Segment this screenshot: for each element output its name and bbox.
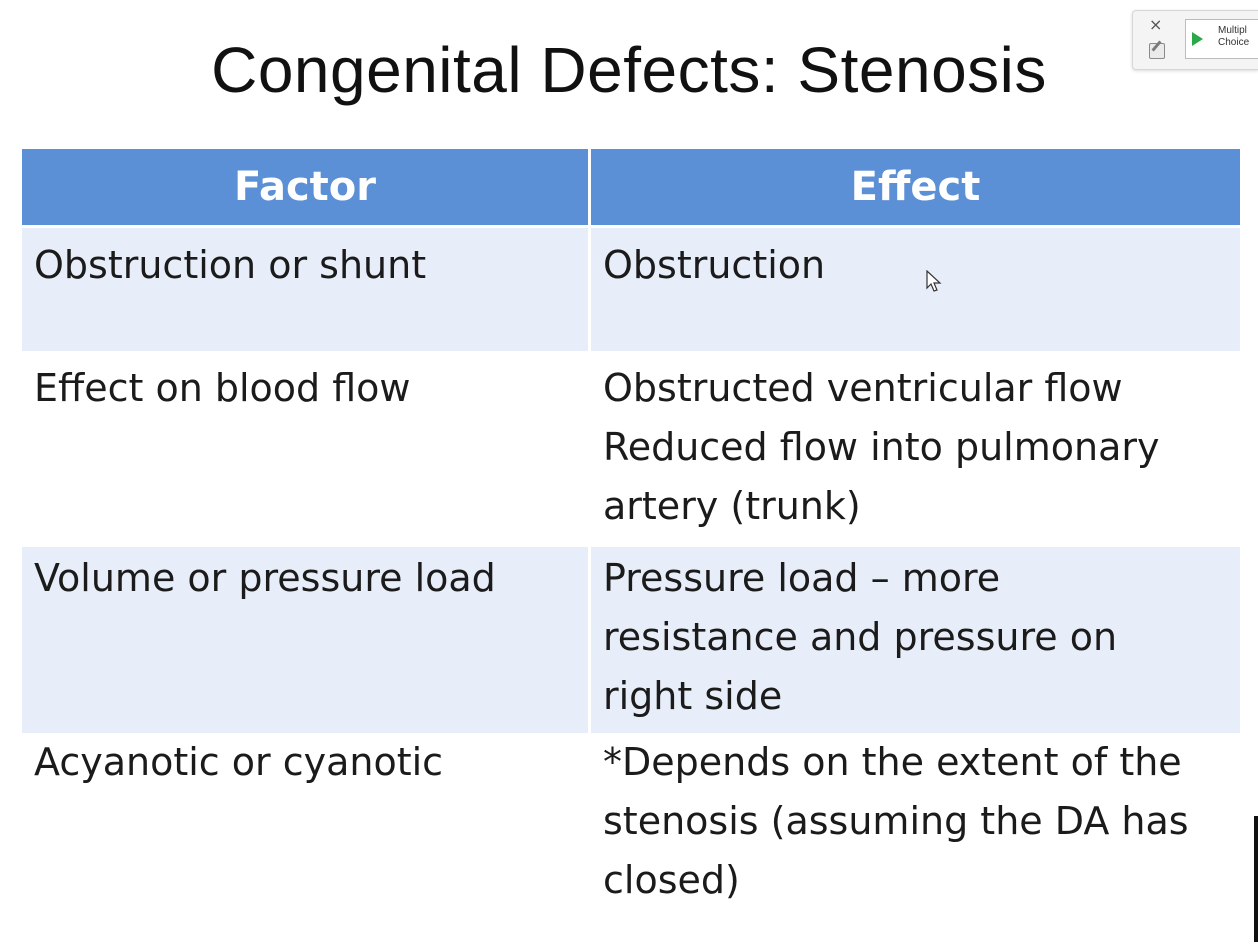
table-row: Volume or pressure load Pressure load – …: [22, 547, 1240, 733]
multiple-choice-label: Multipl Choice: [1218, 25, 1250, 48]
factor-cell: Volume or pressure load: [34, 556, 496, 600]
slide-title: Congenital Defects: Stenosis: [211, 34, 1047, 106]
factor-cell: Obstruction or shunt: [34, 243, 427, 287]
effect-cell: *Depends on the extent of the stenosis (…: [588, 733, 1240, 945]
table-row: Effect on blood flow Obstructed ventricu…: [22, 351, 1240, 547]
factor-cell: Acyanotic or cyanotic: [34, 740, 444, 784]
factor-cell: Effect on blood flow: [34, 366, 411, 410]
multiple-choice-button[interactable]: Multipl Choice: [1185, 19, 1258, 59]
effect-cell: Pressure load – more resistance and pres…: [588, 547, 1240, 733]
edit-icon[interactable]: [1149, 43, 1165, 59]
edge-scrollbar-fragment: [1254, 816, 1258, 942]
factor-effect-table: Factor Effect Obstruction or shunt Obstr…: [22, 149, 1240, 945]
mouse-pointer-icon: [926, 270, 942, 292]
play-icon: [1192, 32, 1203, 46]
table-row: Acyanotic or cyanotic *Depends on the ex…: [22, 733, 1240, 945]
floating-toolbar-widget: × Multipl Choice: [1132, 10, 1258, 70]
effect-cell: Obstruction: [588, 228, 1240, 351]
table-row: Obstruction or shunt Obstruction: [22, 225, 1240, 351]
effect-cell: Obstructed ventricular flow Reduced flow…: [588, 351, 1240, 547]
table-header-row: Factor Effect: [22, 149, 1240, 225]
header-effect: Effect: [588, 149, 1240, 225]
header-factor: Factor: [233, 164, 376, 210]
close-icon[interactable]: ×: [1149, 15, 1163, 34]
